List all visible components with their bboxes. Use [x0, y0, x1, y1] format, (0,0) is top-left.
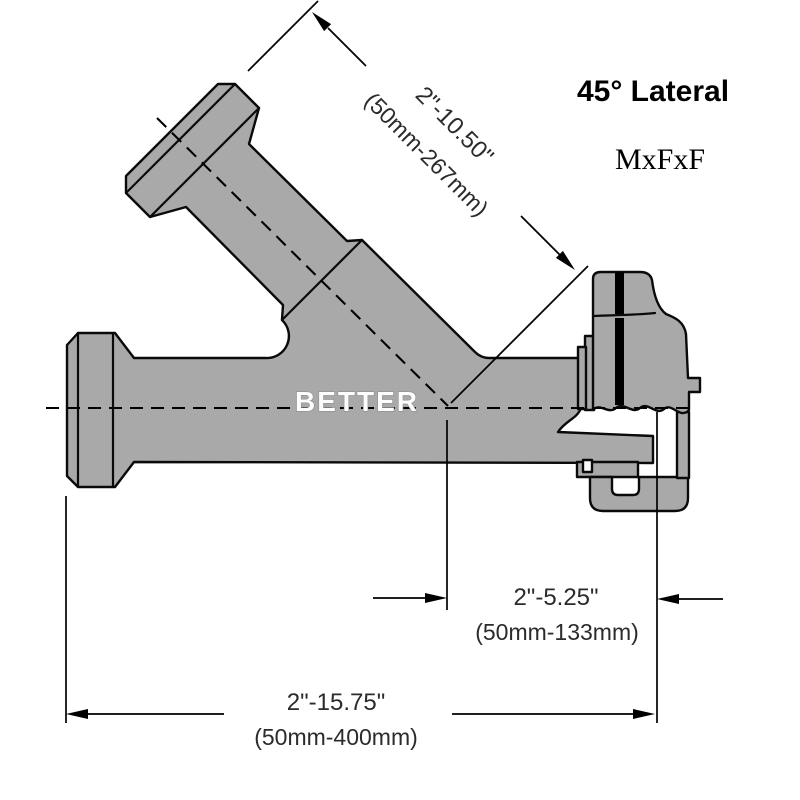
- dimension-center-to-face: 2"-5.25" (50mm-133mm): [373, 412, 723, 723]
- centerlines: [46, 117, 692, 410]
- overall-dim-metric: (50mm-400mm): [254, 724, 418, 750]
- body-outline: [65, 82, 655, 489]
- branch-hub-back-line: [148, 106, 261, 219]
- union-nut-assembly: [575, 270, 702, 513]
- offset-dim-arrow-left: [425, 593, 447, 603]
- branch-dim-tail-lower: [520, 215, 561, 256]
- flange-plate-outer: [576, 345, 588, 411]
- branch-dim-arrow-lower: [555, 250, 575, 270]
- drawing-title: 45° Lateral: [577, 75, 729, 108]
- overall-dim-inches: 2"-15.75": [287, 689, 385, 716]
- nut-section-notch: [581, 458, 594, 474]
- branch-dim-tail-upper: [327, 27, 367, 67]
- connection-type-label: MxFxF: [615, 143, 705, 176]
- offset-dim-arrow-right: [657, 594, 679, 604]
- watermark: BETTER: [295, 386, 419, 417]
- branch-ext-line-center: [450, 265, 589, 404]
- nut-section-wall: [675, 410, 691, 480]
- fitting-body: [65, 82, 655, 489]
- overall-dim-arrow-right: [633, 709, 655, 719]
- nut-slot-stripe-bottom: [615, 318, 624, 405]
- nut-section-bottom: [588, 475, 690, 513]
- branch-ext-line-outer: [247, 0, 319, 72]
- left-hub-detail: [76, 331, 115, 489]
- nut-upper-body: [591, 270, 702, 415]
- branch-hub-face-line: [124, 82, 237, 195]
- overall-dim-arrow-left: [66, 709, 88, 719]
- nut-shoulder-line: [591, 311, 657, 318]
- dimension-overall-length: 2"-15.75" (50mm-400mm): [65, 496, 655, 750]
- branch-dim-arrow-upper: [312, 12, 332, 32]
- nut-slot-stripe-top: [615, 272, 624, 314]
- branch-centerline: [156, 117, 449, 407]
- offset-dim-inches: 2"-5.25": [513, 584, 598, 611]
- offset-dim-metric: (50mm-133mm): [475, 619, 639, 645]
